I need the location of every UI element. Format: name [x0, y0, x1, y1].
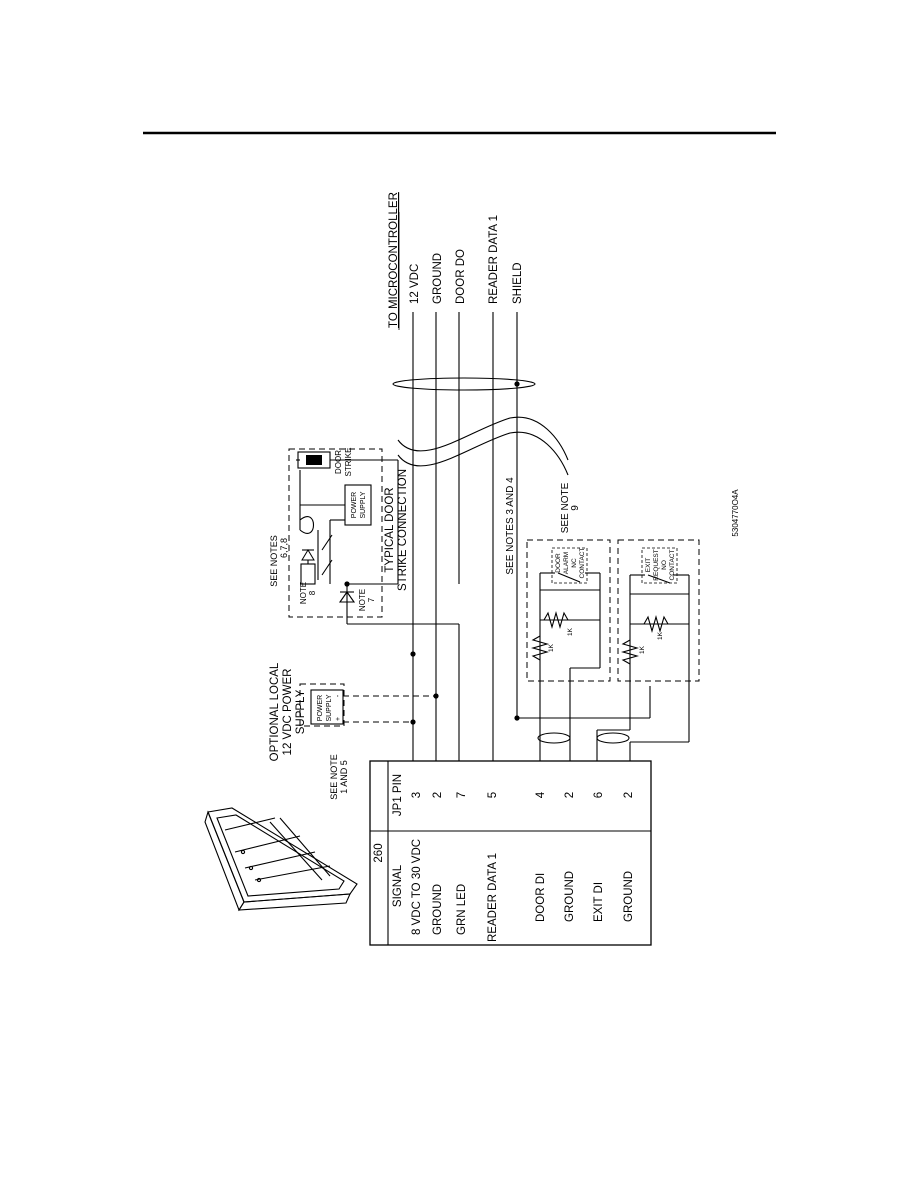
table-row-signal: 8 VDC TO 30 VDC [411, 839, 423, 935]
optional-supply-label: SUPPLY [295, 689, 307, 734]
table-row-pin: 6 [593, 792, 605, 798]
micro-signal-label: DOOR DO [455, 249, 467, 304]
table-row-signal: GROUND [432, 884, 444, 935]
exit-request-label: CONTACT [669, 550, 676, 581]
optional-power-supply [299, 683, 436, 727]
micro-signal-label: 12 VDC [409, 264, 421, 304]
table-title: 260 [373, 843, 385, 862]
door-alarm-contact [526, 539, 611, 682]
see-notes-3-4: SEE NOTES 3 AND 4 [505, 477, 516, 575]
see-notes-678: 6,7,8 [279, 538, 289, 558]
door-strike-connection [288, 448, 399, 618]
door-strike-label: DOOR [334, 450, 343, 474]
exit-request-label: EXIT [645, 558, 652, 572]
note-8-label: NOTE [299, 582, 308, 604]
strike-caption: STRIKE CONNECTION [397, 469, 409, 591]
table-row-pin: 2 [432, 792, 444, 798]
strike-caption: TYPICAL DOOR [384, 487, 396, 572]
cable-break [397, 416, 569, 476]
card-reader-icon [204, 807, 358, 912]
optional-supply-label: OPTIONAL LOCAL [269, 662, 281, 761]
table-row-pin: 5 [487, 792, 499, 798]
resistor-label: 1K [639, 645, 646, 654]
table-row-pin: 2 [564, 792, 576, 798]
table-row-signal: GROUND [564, 871, 576, 922]
strike-ps-label: POWER [351, 492, 358, 518]
ps-minus-label: - [335, 694, 342, 697]
signal-table [369, 760, 652, 946]
resistor-label: 1K [657, 631, 664, 640]
col-pin-header: JP1 PIN [392, 774, 404, 816]
junction-dots [344, 381, 520, 725]
exit-request-label: NO [661, 560, 668, 570]
ps-box-label: SUPPLY [326, 694, 333, 721]
door-strike-label: STRIKE [344, 448, 353, 477]
strike-ps-label: SUPPLY [360, 491, 367, 518]
micro-signal-label: SHIELD [512, 262, 524, 304]
table-row-signal: EXIT DI [593, 882, 605, 922]
table-row-signal: GRN LED [456, 884, 468, 935]
resistor-label: 1K [548, 643, 555, 652]
drawing-number: 5304770O4A [731, 489, 740, 537]
optional-supply-label: 12 VDC POWER [282, 669, 294, 756]
ps-box-label: POWER [317, 695, 324, 721]
door-alarm-label: NC [571, 558, 578, 568]
table-row-pin: 7 [456, 792, 468, 798]
table-row-pin: 3 [411, 792, 423, 798]
wire-bundle [346, 312, 690, 761]
cable-shield [392, 377, 630, 744]
note-8-label: 8 [308, 590, 317, 595]
table-row-signal: DOOR DI [535, 873, 547, 922]
see-note-9: SEE NOTE [560, 482, 571, 533]
table-row-signal: READER DATA 1 [487, 853, 499, 942]
see-note-9: 9 [570, 505, 581, 511]
micro-signal-label: READER DATA 1 [488, 215, 500, 304]
see-note-1-5: SEE NOTE [329, 754, 339, 800]
note-7-label: NOTE [358, 589, 367, 611]
see-notes-678: SEE NOTES [269, 535, 279, 587]
exit-request-contact [617, 539, 700, 682]
table-row-signal: GROUND [623, 871, 635, 922]
table-row-pin: 2 [623, 792, 635, 798]
door-alarm-label: ALARM [563, 552, 570, 574]
see-note-1-5: 1 AND 5 [339, 760, 349, 794]
microcontroller-title: TO MICROCONTROLLER [388, 192, 400, 328]
table-row-pin: 4 [535, 791, 547, 798]
door-alarm-label: DOOR [555, 553, 562, 573]
exit-request-label: REQUEST [653, 549, 660, 580]
col-signal-header: SIGNAL [392, 864, 404, 907]
resistor-label: 1K [567, 627, 574, 636]
micro-signal-label: GROUND [432, 253, 444, 304]
door-alarm-label: CONTACT [579, 548, 586, 579]
note-7-label: 7 [367, 597, 376, 602]
ps-plus-label: + [335, 717, 342, 721]
